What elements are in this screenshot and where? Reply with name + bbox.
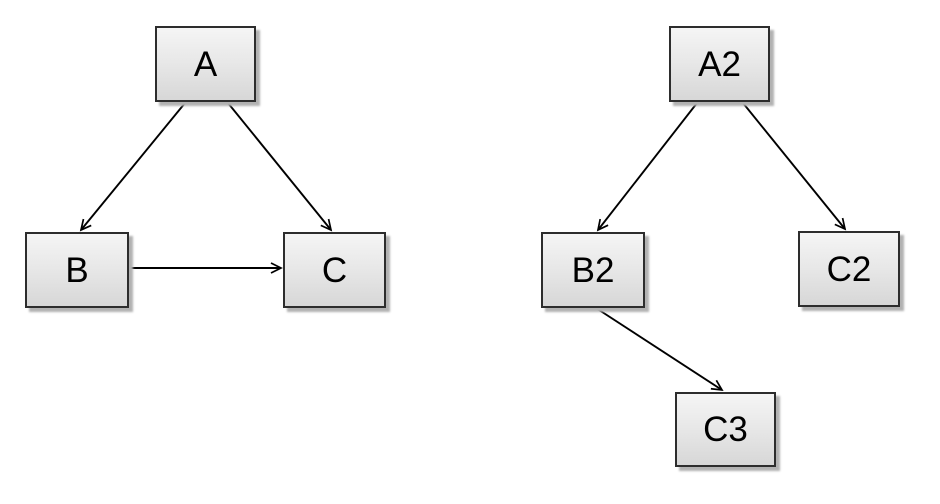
node-c2-label: C2 — [826, 249, 872, 289]
edge-a2-to-c2 — [742, 102, 847, 231]
node-b2-label: B2 — [571, 250, 615, 290]
node-c3: C3 — [675, 392, 776, 467]
edge-a2-to-b2 — [596, 102, 698, 232]
edge-b2-to-c3 — [595, 307, 724, 392]
node-c: C — [283, 232, 386, 308]
node-a2: A2 — [669, 26, 770, 102]
node-c2: C2 — [798, 231, 900, 307]
node-c3-label: C3 — [703, 410, 748, 449]
edge-a-to-c — [227, 102, 333, 232]
node-a2-label: A2 — [698, 44, 741, 84]
node-a: A — [155, 26, 256, 102]
node-c-label: C — [321, 250, 348, 290]
node-b: B — [25, 232, 129, 308]
node-b-label: B — [65, 250, 89, 290]
edge-a-to-b — [79, 102, 186, 232]
node-b2: B2 — [541, 232, 645, 308]
node-a-label: A — [193, 44, 218, 84]
